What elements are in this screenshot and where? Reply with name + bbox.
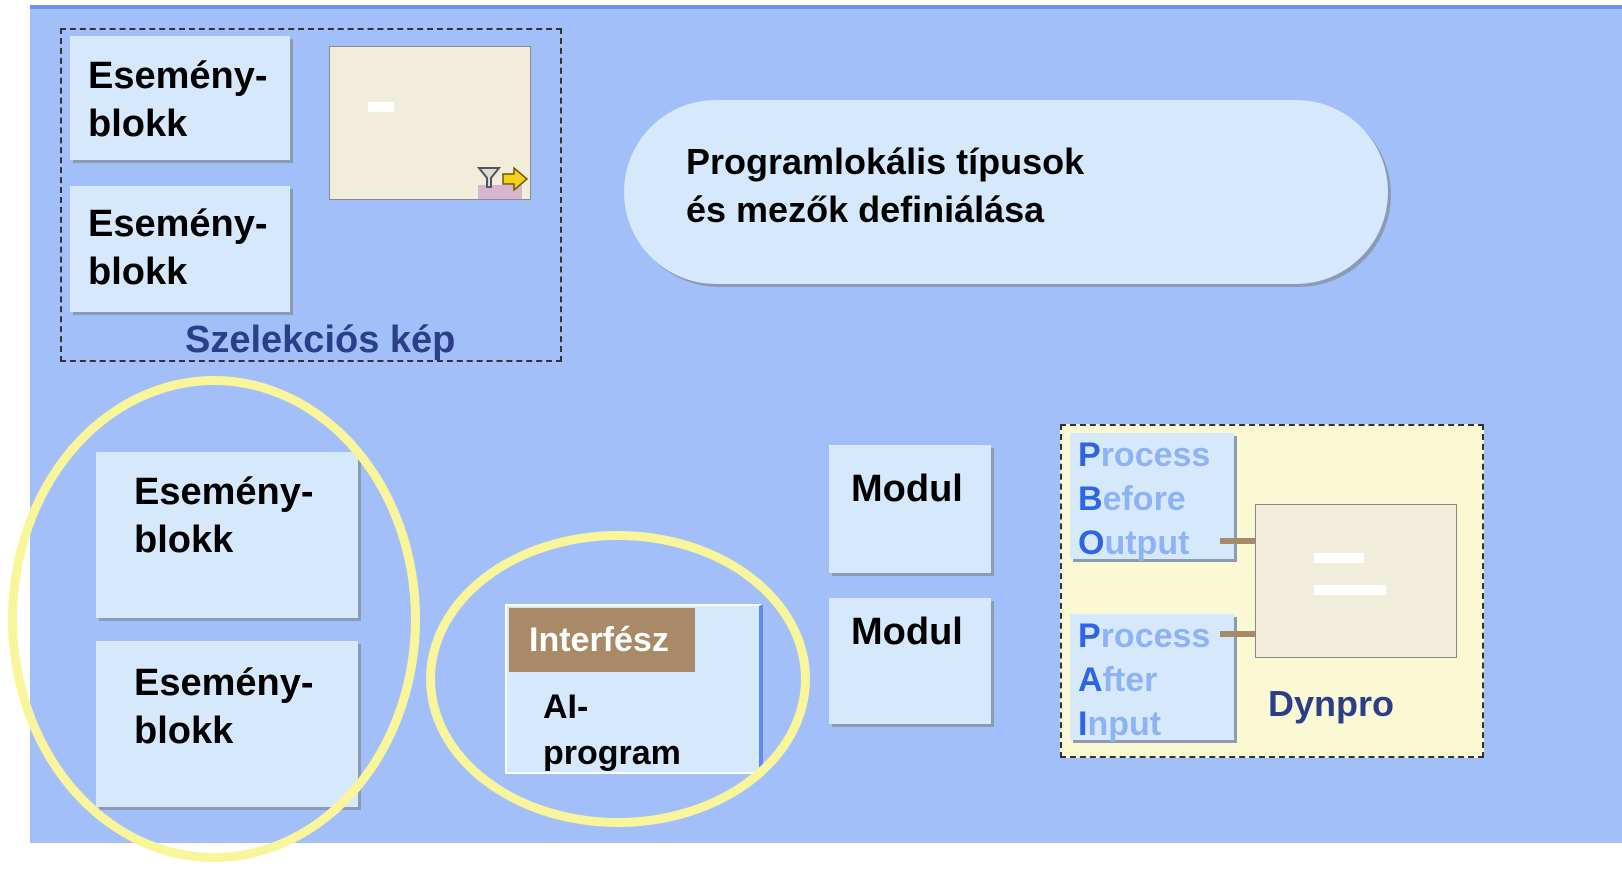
module-1-label: Modul xyxy=(851,468,963,510)
program-local-line1: Programlokális típusok xyxy=(686,141,1085,182)
program-local-types-pill: Programlokális típusok és mezők definiál… xyxy=(624,100,1388,284)
selection-event-block-2: Esemény- blokk xyxy=(70,186,290,312)
dynpro-field-bar-2 xyxy=(1314,585,1386,595)
module-box-2: Modul xyxy=(829,598,991,724)
pbo-line-2: Before xyxy=(1078,480,1186,518)
pai-line-3: Input xyxy=(1078,705,1162,743)
selection-screen-group xyxy=(60,28,562,362)
screen-field-bar xyxy=(368,102,394,112)
interface-highlight-ellipse xyxy=(426,531,810,827)
pbo-box: Process Before Output xyxy=(1070,433,1234,562)
selection-event-block-1-label: Esemény- blokk xyxy=(88,55,268,145)
pai-line-1: Process xyxy=(1078,617,1211,655)
selection-screen-label: Szelekciós kép xyxy=(185,319,456,361)
dynpro-field-bar-1 xyxy=(1314,553,1364,563)
selection-event-block-1: Esemény- blokk xyxy=(70,36,290,160)
pink-strip xyxy=(478,185,522,199)
program-local-line2: és mezők definiálása xyxy=(686,189,1045,230)
dynpro-screen xyxy=(1255,504,1457,658)
event-blocks-highlight-ellipse xyxy=(8,376,420,862)
pbo-line-1: Process xyxy=(1078,436,1211,474)
selection-screen-thumbnail xyxy=(329,46,531,200)
pbo-line-3: Output xyxy=(1078,524,1190,562)
pai-connector xyxy=(1220,631,1256,637)
pai-box: Process After Input xyxy=(1070,614,1234,743)
pbo-connector xyxy=(1220,538,1256,544)
dynpro-label: Dynpro xyxy=(1268,683,1394,724)
module-2-label: Modul xyxy=(851,611,963,653)
selection-event-block-2-label: Esemény- blokk xyxy=(88,203,268,293)
module-box-1: Modul xyxy=(829,445,991,573)
pai-line-2: After xyxy=(1078,661,1158,699)
filter-arrow-icon xyxy=(477,166,529,192)
